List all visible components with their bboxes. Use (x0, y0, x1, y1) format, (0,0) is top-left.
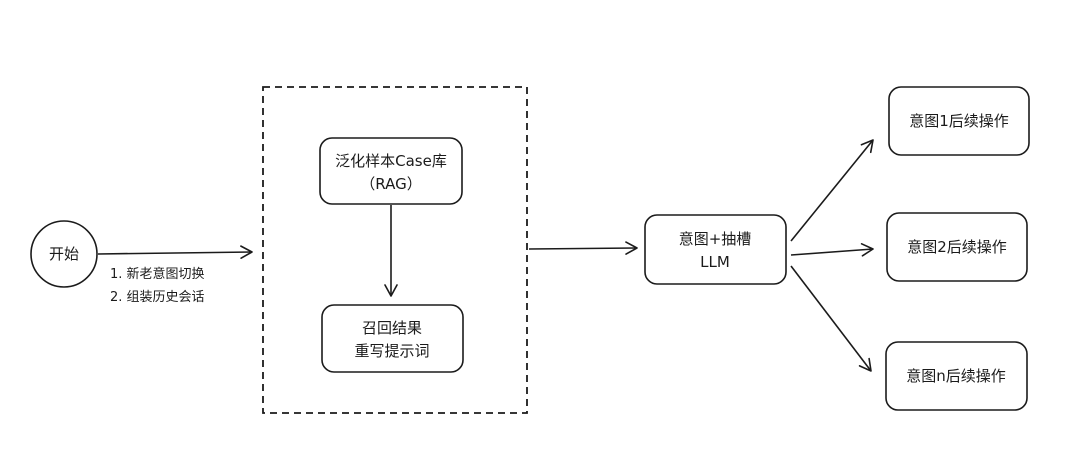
arrow-start-to-group (97, 245, 253, 259)
arrow-group-to-llm (528, 241, 638, 255)
recall-label-line2: 重写提示词 (354, 342, 429, 360)
arrow-llm-to-intent1 (790, 139, 874, 242)
arrow-llm-to-intentn (790, 265, 872, 372)
intent2-label: 意图2后续操作 (907, 238, 1007, 256)
intentn-label: 意图n后续操作 (906, 367, 1006, 385)
llm-label-line1: 意图+抽槽 (679, 230, 752, 248)
start-node: 开始 (30, 220, 98, 288)
case-library-label-line1: 泛化样本Case库 (335, 152, 447, 170)
case-library-node: 泛化样本Case库 （RAG） (319, 137, 463, 205)
intentn-node: 意图n后续操作 (885, 341, 1028, 411)
intent1-node: 意图1后续操作 (888, 86, 1030, 156)
case-library-label-line2: （RAG） (360, 175, 421, 193)
llm-node: 意图+抽槽 LLM (644, 214, 787, 285)
arrow-llm-to-intent2 (790, 243, 874, 257)
edge-label-step1: 1. 新老意图切换 (110, 266, 205, 282)
start-label: 开始 (49, 245, 79, 263)
rag-group-box (262, 86, 528, 414)
recall-rewrite-node: 召回结果 重写提示词 (321, 304, 464, 373)
llm-label-line2: LLM (700, 253, 730, 271)
intent2-node: 意图2后续操作 (886, 212, 1028, 282)
edge-label-step2: 2. 组装历史会话 (110, 290, 205, 305)
recall-label-line1: 召回结果 (362, 319, 422, 337)
intent1-label: 意图1后续操作 (909, 112, 1009, 130)
